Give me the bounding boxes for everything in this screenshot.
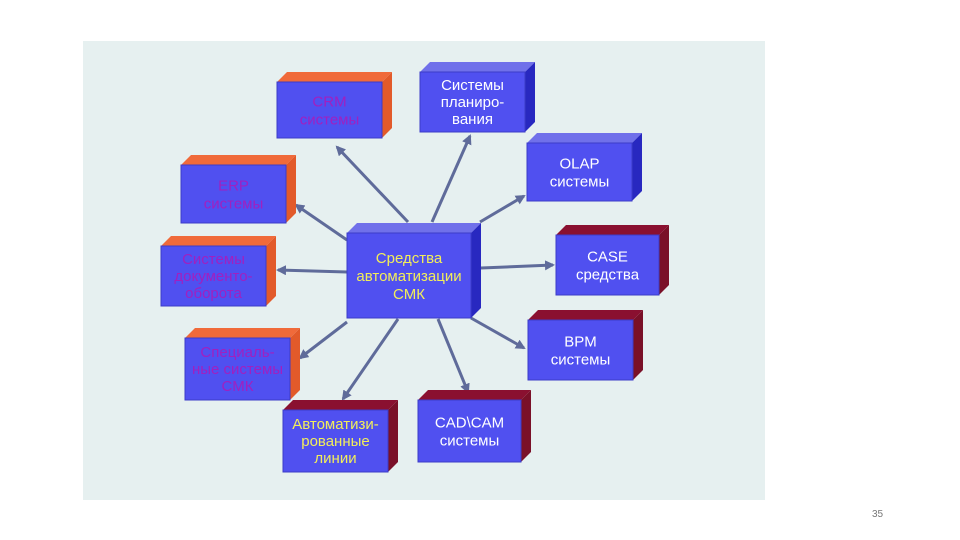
box-front-face (282, 409, 389, 473)
box-top-face (528, 310, 643, 320)
box-top-face (185, 328, 300, 338)
box-label-line: ные системы (192, 361, 283, 378)
box-side-face (286, 155, 296, 223)
box-label-line: BPM (564, 333, 597, 350)
box-label-line: Автоматизи- (292, 416, 379, 433)
box-label-line: CASE (587, 248, 628, 265)
box-top-face (556, 225, 669, 235)
box-label-line: средства (576, 266, 640, 283)
box-top-face (161, 236, 276, 246)
box-top-face (418, 390, 531, 400)
box-label-line: Специаль- (200, 344, 274, 361)
box-top-face (283, 400, 398, 410)
box-front-face (346, 232, 472, 319)
box-top-face (277, 72, 392, 82)
box-front-face (417, 399, 522, 463)
box-front-face (526, 142, 633, 202)
box-side-face (290, 328, 300, 400)
arrow-to-lines (341, 318, 400, 401)
arrow-to-crm (335, 145, 410, 224)
box-label-line: СМК (222, 378, 254, 395)
arrow-to-erp (294, 203, 348, 242)
box-front-face (184, 337, 291, 401)
box-label-line: СМК (393, 286, 425, 303)
box-label-line: системы (551, 351, 611, 368)
box-top-face (181, 155, 296, 165)
box-label-line: Системы (441, 77, 504, 94)
page-number: 35 (872, 509, 884, 520)
box-front-face (276, 81, 383, 139)
box-side-face (471, 223, 481, 318)
arrow-to-planning (430, 134, 472, 223)
box-label-line: Средства (376, 250, 443, 267)
box-label-line: системы (204, 195, 264, 212)
box-front-face (160, 245, 267, 307)
arrow-to-documents (276, 265, 348, 276)
box-front-face (180, 164, 287, 224)
box-side-face (388, 400, 398, 472)
box-side-face (632, 133, 642, 201)
arrow-to-special (298, 320, 348, 360)
box-side-face (525, 62, 535, 132)
box-side-face (521, 390, 531, 462)
box-side-face (659, 225, 669, 295)
box-side-face (382, 72, 392, 138)
box-label-line: автоматизации (356, 268, 461, 285)
box-side-face (266, 236, 276, 306)
arrow-to-case (480, 260, 555, 271)
box-label-line: ERP (218, 177, 249, 194)
box-label-line: планиро- (441, 94, 505, 111)
box-top-face (347, 223, 481, 233)
box-label-line: системы (550, 173, 610, 190)
box-top-face (420, 62, 535, 72)
box-label-line: CRM (312, 93, 346, 110)
box-front-face (555, 234, 660, 296)
box-label-line: CAD\CAM (435, 414, 504, 431)
arrow-to-cadcam (436, 318, 470, 394)
box-label-line: OLAP (559, 155, 599, 172)
box-label-line: Системы (182, 251, 245, 268)
box-label-line: рованные (301, 433, 370, 450)
box-front-face (419, 71, 526, 133)
box-front-face (527, 319, 634, 381)
box-label-line: системы (440, 432, 500, 449)
box-top-face (527, 133, 642, 143)
box-label-line: системы (300, 111, 360, 128)
box-label-line: вания (452, 111, 493, 128)
arrow-to-olap (479, 194, 526, 224)
box-label-line: оборота (185, 285, 242, 302)
box-label-line: линии (314, 450, 356, 467)
box-label-line: документо- (174, 268, 252, 285)
arrow-to-bpm (470, 316, 526, 350)
box-side-face (633, 310, 643, 380)
